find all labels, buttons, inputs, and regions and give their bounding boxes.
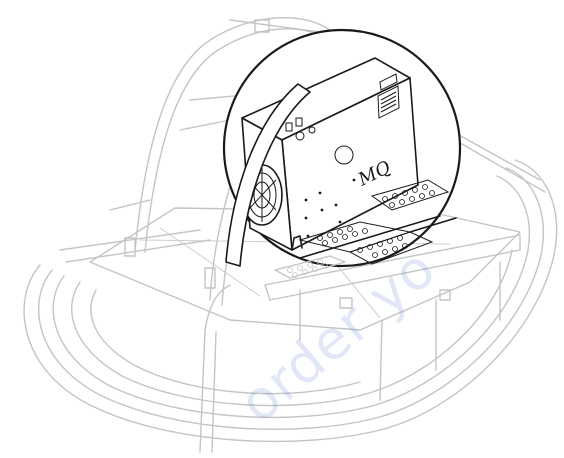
deck-plate-outside	[274, 255, 346, 279]
mount-bracket	[291, 235, 303, 251]
hull-outline	[23, 159, 558, 443]
knob-icon	[308, 126, 316, 134]
rivet-dots	[304, 178, 356, 238]
control-panel-icons	[285, 117, 316, 141]
knob-icon	[295, 131, 305, 141]
switch-icon	[285, 122, 293, 132]
rating-plate	[377, 73, 400, 119]
switch-icon	[295, 117, 303, 127]
roll-bar-tube	[225, 83, 311, 267]
fuel-cap-icon	[334, 145, 354, 165]
detail-magnifier: MQ	[222, 28, 462, 268]
perforated-deck	[298, 179, 457, 265]
